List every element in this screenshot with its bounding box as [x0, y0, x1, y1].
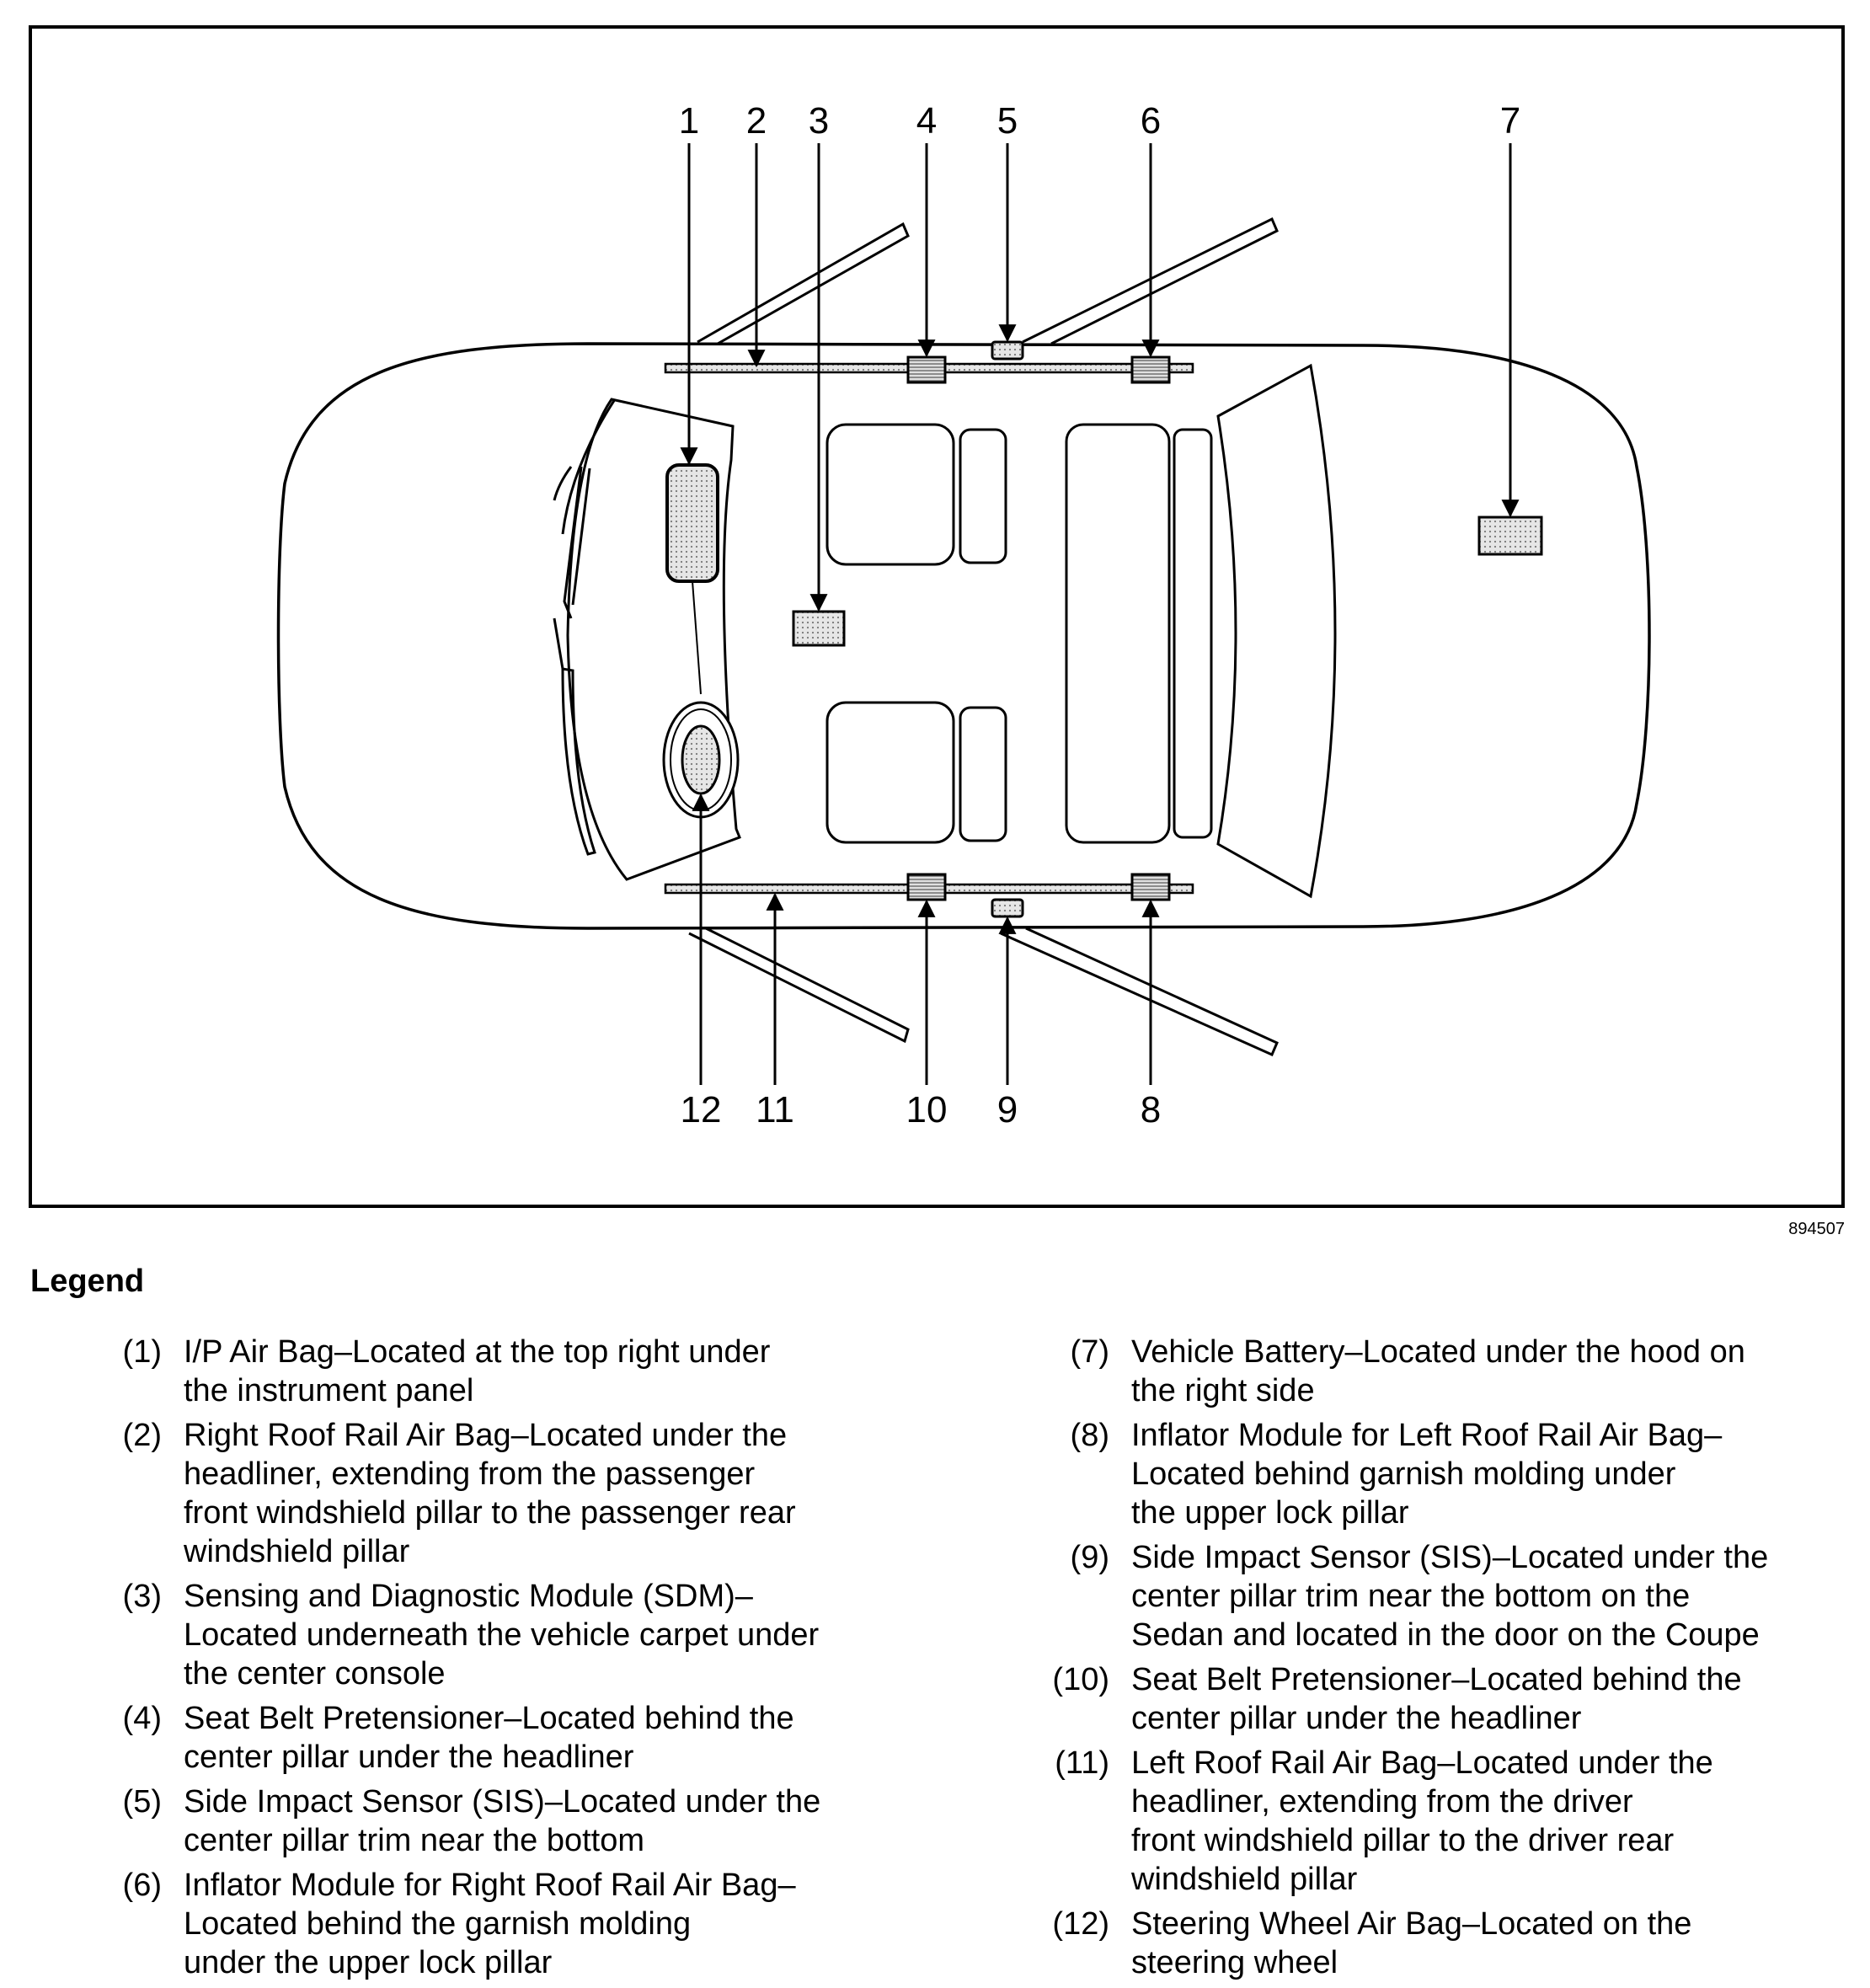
legend-text: Seat Belt Pretensioner–Located behind th…	[184, 1701, 794, 1775]
legend-text: Vehicle Battery–Located under the hood o…	[1131, 1334, 1745, 1408]
callout-3: 3	[809, 100, 829, 142]
legend-text: Side Impact Sensor (SIS)–Located under t…	[184, 1784, 821, 1858]
callout-5: 5	[997, 100, 1018, 142]
legend-number: (8)	[1070, 1418, 1109, 1453]
callout-4: 4	[916, 100, 937, 142]
inflator-module-right	[1130, 355, 1171, 384]
legend-number: (7)	[1070, 1334, 1109, 1370]
legend-entry: (3) Sensing and Diagnostic Module (SDM)–…	[93, 1577, 935, 1693]
legend-number: (5)	[122, 1784, 162, 1820]
legend-title: Legend	[30, 1264, 145, 1299]
legend-entry: (7) Vehicle Battery–Located under the ho…	[1040, 1333, 1870, 1410]
callout-7: 7	[1500, 100, 1520, 142]
legend-entry: (12) Steering Wheel Air Bag–Located on t…	[1040, 1905, 1870, 1982]
legend-entry: (6) Inflator Module for Right Roof Rail …	[93, 1866, 935, 1982]
legend-text: Steering Wheel Air Bag–Located on the st…	[1131, 1906, 1692, 1980]
instrument-panel	[553, 398, 741, 881]
legend-number: (1)	[122, 1334, 162, 1370]
legend-text: Inflator Module for Right Roof Rail Air …	[184, 1868, 796, 1980]
legend-entry: (2) Right Roof Rail Air Bag–Located unde…	[93, 1416, 935, 1571]
legend-text: Seat Belt Pretensioner–Located behind th…	[1131, 1662, 1742, 1736]
legend-entry: (8) Inflator Module for Left Roof Rail A…	[1040, 1416, 1870, 1532]
legend-text: Left Roof Rail Air Bag–Located under the…	[1131, 1745, 1713, 1897]
steering-wheel	[662, 701, 740, 819]
legend-text: Sensing and Diagnostic Module (SDM)– Loc…	[184, 1579, 820, 1691]
legend-text: I/P Air Bag–Located at the top right und…	[184, 1334, 771, 1408]
legend-number: (4)	[122, 1701, 162, 1736]
rear-seat	[1065, 423, 1213, 844]
legend-number: (11)	[1055, 1745, 1109, 1781]
legend-entry: (4) Seat Belt Pretensioner–Located behin…	[93, 1699, 935, 1777]
legend-column-left: (1) I/P Air Bag–Located at the top right…	[93, 1333, 935, 1988]
callout-10: 10	[906, 1089, 948, 1130]
legend-number: (2)	[122, 1418, 162, 1453]
callout-9: 9	[997, 1089, 1018, 1130]
callout-1: 1	[679, 100, 699, 142]
legend-number: (9)	[1070, 1540, 1109, 1575]
sdm-module	[792, 610, 846, 647]
figure-id: 894507	[1788, 1220, 1845, 1238]
callout-11: 11	[756, 1089, 794, 1130]
legend-entry: (9) Side Impact Sensor (SIS)–Located und…	[1040, 1538, 1870, 1654]
legend-entry: (10) Seat Belt Pretensioner–Located behi…	[1040, 1660, 1870, 1738]
seat-belt-pretensioner-left	[906, 873, 947, 901]
legend-number: (12)	[1052, 1906, 1109, 1942]
legend-text: Inflator Module for Left Roof Rail Air B…	[1131, 1418, 1723, 1531]
side-impact-sensor-right	[991, 340, 1024, 361]
legend-entry: (5) Side Impact Sensor (SIS)–Located und…	[93, 1782, 935, 1860]
inflator-module-left	[1130, 873, 1171, 901]
callout-8: 8	[1141, 1089, 1161, 1130]
callout-2: 2	[746, 100, 767, 142]
legend-entry: (1) I/P Air Bag–Located at the top right…	[93, 1333, 935, 1410]
ip-air-bag	[665, 463, 719, 583]
side-impact-sensor-left	[991, 898, 1024, 918]
rear-window	[1216, 363, 1337, 899]
car-body-outline	[276, 342, 1651, 930]
legend-number: (3)	[122, 1579, 162, 1614]
callout-6: 6	[1141, 100, 1161, 142]
vehicle-diagram: 1 2 3 4 5 6 7 8 9 10 11 12	[29, 25, 1845, 1208]
vehicle-battery	[1477, 516, 1543, 556]
front-seats	[825, 423, 1007, 844]
legend-entry: (11) Left Roof Rail Air Bag–Located unde…	[1040, 1744, 1870, 1899]
legend-number: (10)	[1052, 1662, 1109, 1697]
seat-belt-pretensioner-right	[906, 355, 947, 384]
legend-text: Right Roof Rail Air Bag–Located under th…	[184, 1418, 796, 1569]
callout-leaders	[680, 143, 1520, 1085]
legend-text: Side Impact Sensor (SIS)–Located under t…	[1131, 1540, 1769, 1653]
callout-numbers: 1 2 3 4 5 6 7 8 9 10 11 12	[679, 100, 1520, 1130]
legend-number: (6)	[122, 1868, 162, 1903]
callout-12: 12	[681, 1089, 722, 1130]
legend-column-right: (7) Vehicle Battery–Located under the ho…	[1040, 1333, 1870, 1988]
